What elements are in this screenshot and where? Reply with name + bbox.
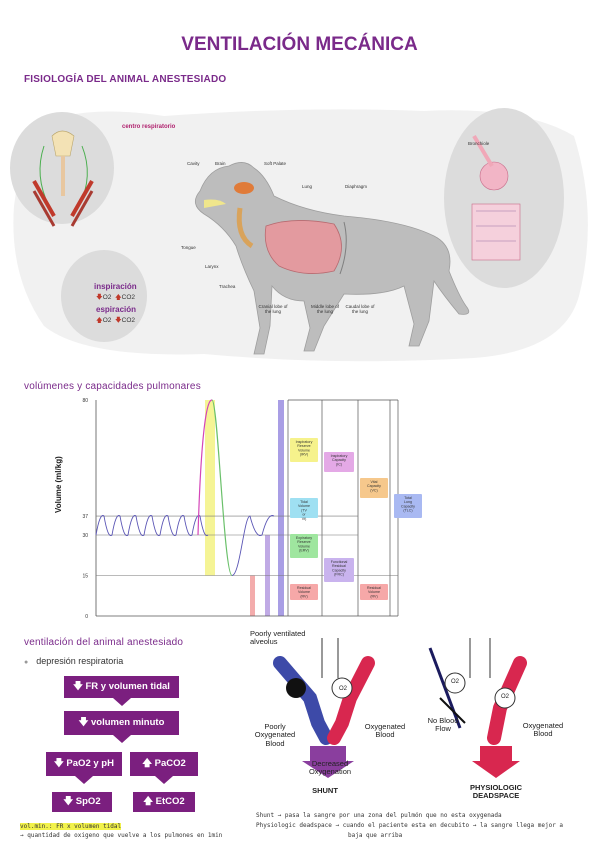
flow-box-spo2: 🡇 SpO2 xyxy=(52,792,112,812)
label-caudal-lobe: Caudal lobe of the lung xyxy=(345,304,375,314)
note-shunt-def: Shunt → pasa la sangre por una zona del … xyxy=(256,812,502,819)
flow-box-etco2: 🡅 EtCO2 xyxy=(133,792,195,812)
label-oxy: Oxygenated Blood xyxy=(364,722,406,740)
label-tv-box xyxy=(290,498,318,518)
flow-box-pao2: 🡇 PaO2 y pH xyxy=(46,752,122,776)
y-tick-15: 15 xyxy=(82,574,88,580)
deadspace-down-arrow xyxy=(472,746,520,778)
label-o2-a: O2 xyxy=(339,686,348,692)
page-title: VENTILACIÓN MECÁNICA xyxy=(181,34,418,55)
label-ic-box xyxy=(324,452,354,472)
section-heading-ventilacion: ventilación del animal anestesiado xyxy=(24,637,184,648)
flow-box-paco2: 🡅 PaCO2 xyxy=(130,752,198,776)
label-rv-box xyxy=(290,584,318,600)
label-decreased: Decreased Oxygenation xyxy=(308,759,352,777)
bullet-depresion: depresión respiratoria xyxy=(24,656,123,666)
shunt-down-arrow xyxy=(302,746,354,778)
flow-box-fr: 🡇 FR y volumen tidal xyxy=(64,676,179,698)
note-tidal-def: → quantidad de oxigeno que vuelve a los … xyxy=(20,832,223,839)
y-tick-37: 37 xyxy=(82,514,88,520)
label-shunt: SHUNT xyxy=(312,786,338,795)
label-erv-box xyxy=(290,534,318,558)
label-cavity: Cavity xyxy=(187,161,200,166)
resp-oval xyxy=(61,250,147,342)
label-o2-b: O2 xyxy=(451,679,460,685)
label-vc-box xyxy=(360,478,388,498)
label-tongue: Tongue xyxy=(181,245,196,250)
label-deadspace: PHYSIOLOGIC DEADSPACE xyxy=(469,783,523,801)
section-heading-fisiologia: FISIOLOGÍA DEL ANIMAL ANESTESIADO xyxy=(24,74,227,85)
label-rv2-box xyxy=(360,584,388,600)
anatomy-illustration xyxy=(10,108,588,362)
label-cranial-lobe: Cranial lobe of the lung xyxy=(258,304,288,314)
poor-alveolus xyxy=(286,678,306,698)
y-tick-0: 0 xyxy=(85,614,88,620)
note-vol-min: vol.min.: FR x volumen tidal xyxy=(20,823,122,830)
recovery-line xyxy=(231,515,275,576)
espiracion-gases: 🡅O2 🡇CO2 xyxy=(96,317,136,324)
flow-arrow-1 xyxy=(113,698,131,706)
note-dead-def: Physiologic deadspace → cuando el pacien… xyxy=(256,822,564,829)
label-bronchiole: Bronchiole xyxy=(468,141,490,146)
shunt-deadspace-illustration xyxy=(273,638,527,778)
inspiracion-label: inspiración xyxy=(94,282,137,291)
max-expiration-line xyxy=(211,399,233,577)
flow-arrow-2 xyxy=(113,735,131,743)
note-dead-def2: baja que arriba xyxy=(348,832,403,839)
max-inspiration-line xyxy=(197,399,213,536)
inspiracion-gases: 🡇O2 🡅CO2 xyxy=(96,294,136,301)
label-soft-palate: Soft Palate xyxy=(264,161,287,166)
y-tick-30: 30 xyxy=(82,533,88,539)
label-tlc-box xyxy=(394,494,422,518)
label-larynx: Larynx xyxy=(205,264,219,269)
label-poor-oxy: Poorly Oxygenated Blood xyxy=(254,722,296,748)
alveoli-oval xyxy=(444,108,564,288)
tidal-breathing-line xyxy=(95,515,209,537)
label-frc-box xyxy=(324,558,354,582)
label-diaphragm: Diaphragm xyxy=(345,184,368,189)
y-tick-80: 80 xyxy=(82,398,88,404)
centro-respiratorio-label: centro respiratorio xyxy=(122,124,176,130)
label-brain: Brain xyxy=(215,161,226,166)
flow-arrow-3 xyxy=(75,776,93,784)
label-lung: Lung xyxy=(302,184,313,189)
irv-bar xyxy=(205,400,215,576)
section-heading-volumenes: volúmenes y capacidades pulmonares xyxy=(24,381,201,392)
rv-bar xyxy=(250,575,255,616)
espiracion-label: espiración xyxy=(96,305,137,314)
label-irv-box xyxy=(290,438,318,462)
label-no-flow: No Blood Flow xyxy=(427,716,459,734)
label-trachea: Trachea xyxy=(219,284,236,289)
label-o2-c: O2 xyxy=(501,694,510,700)
label-middle-lobe: Middle lobe of the lung xyxy=(310,304,340,314)
label-poor-vent: Poorly ventilated alveolus xyxy=(250,629,306,647)
label-oxy2: Oxygenated Blood xyxy=(522,721,564,739)
tlc-bar xyxy=(278,400,284,616)
flow-box-vol-min: 🡇 volumen minuto xyxy=(64,711,179,735)
flow-arrow-4 xyxy=(155,776,173,784)
